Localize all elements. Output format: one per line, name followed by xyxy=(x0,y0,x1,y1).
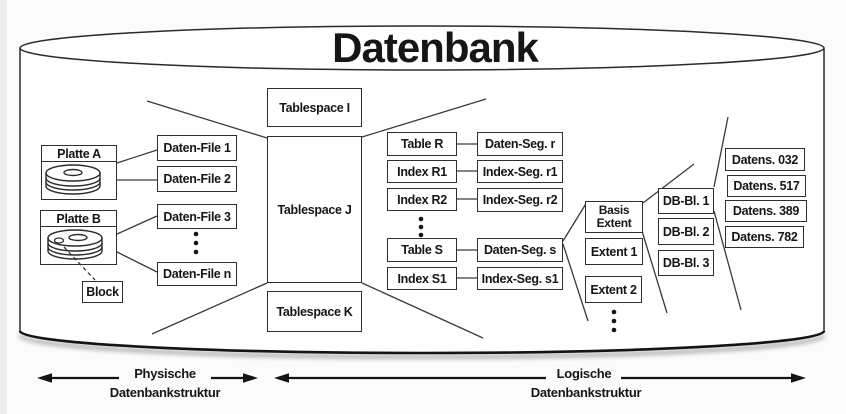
index-seg-r1-box: Index-Seg. r1 xyxy=(477,160,563,183)
physical-range-arrow xyxy=(37,373,258,383)
index-s1-box: Index S1 xyxy=(387,267,457,290)
disk-icon-platte-b xyxy=(47,229,103,260)
index-r2-box: Index R2 xyxy=(387,188,457,211)
table-s-box: Table S xyxy=(387,238,457,262)
block-pointer-dashed-line xyxy=(63,246,96,281)
disk-icon-platte-a xyxy=(45,164,101,195)
index-r1-box: Index R1 xyxy=(387,160,457,183)
physical-structure-label-line2: Datenbankstruktur xyxy=(109,385,221,400)
extent-2-box: Extent 2 xyxy=(585,276,642,303)
db-block-3-box: DB-Bl. 3 xyxy=(658,250,714,276)
logical-range-arrow xyxy=(274,373,806,383)
vertical-ellipsis-tables xyxy=(418,216,424,238)
extent-1-box: Extent 1 xyxy=(585,238,643,265)
datensatz-517-box: Datens. 517 xyxy=(727,175,806,197)
block-box: Block xyxy=(82,281,123,303)
logical-structure-label-line2: Datenbankstruktur xyxy=(530,385,642,400)
db-block-2-box: DB-Bl. 2 xyxy=(658,218,714,245)
daten-file-3-box: Daten-File 3 xyxy=(157,204,237,229)
table-segment-connectors xyxy=(457,143,477,279)
index-seg-r2-box: Index-Seg. r2 xyxy=(477,188,563,212)
daten-seg-r-box: Daten-Seg. r xyxy=(477,132,563,156)
tablespace-k-box: Tablespace K xyxy=(267,291,362,332)
daten-file-2-box: Daten-File 2 xyxy=(157,166,237,192)
datensatz-032-box: Datens. 032 xyxy=(725,148,805,171)
platte-b-label: Platte B xyxy=(41,211,116,227)
logical-structure-label-line1: Logische xyxy=(556,366,612,381)
platte-b-box: Platte B xyxy=(40,210,117,265)
vertical-ellipsis-daten-files xyxy=(193,231,199,255)
platte-a-box: Platte A xyxy=(41,145,117,200)
basis-extent-box: Basis Extent xyxy=(585,201,643,233)
table-r-box: Table R xyxy=(387,132,457,156)
daten-seg-s-box: Daten-Seg. s xyxy=(477,238,563,262)
datensatz-389-box: Datens. 389 xyxy=(725,200,807,222)
datensatz-782-box: Datens. 782 xyxy=(725,226,804,248)
disk-file-connectors xyxy=(116,149,158,273)
page-edge xyxy=(0,0,7,414)
tablespace-j-box: Tablespace J xyxy=(267,136,362,283)
platte-a-label: Platte A xyxy=(42,146,116,162)
grouping-fan-lines xyxy=(146,98,742,339)
daten-file-n-box: Daten-File n xyxy=(157,262,237,286)
index-seg-s1-box: Index-Seg. s1 xyxy=(477,267,563,290)
db-block-1-box: DB-Bl. 1 xyxy=(658,188,714,214)
physical-structure-label-line1: Physische xyxy=(134,366,196,381)
tablespace-i-box: Tablespace I xyxy=(267,88,362,127)
vertical-ellipsis-extents xyxy=(611,309,617,333)
daten-file-1-box: Daten-File 1 xyxy=(157,135,237,161)
diagram-title: Datenbank xyxy=(332,24,539,71)
